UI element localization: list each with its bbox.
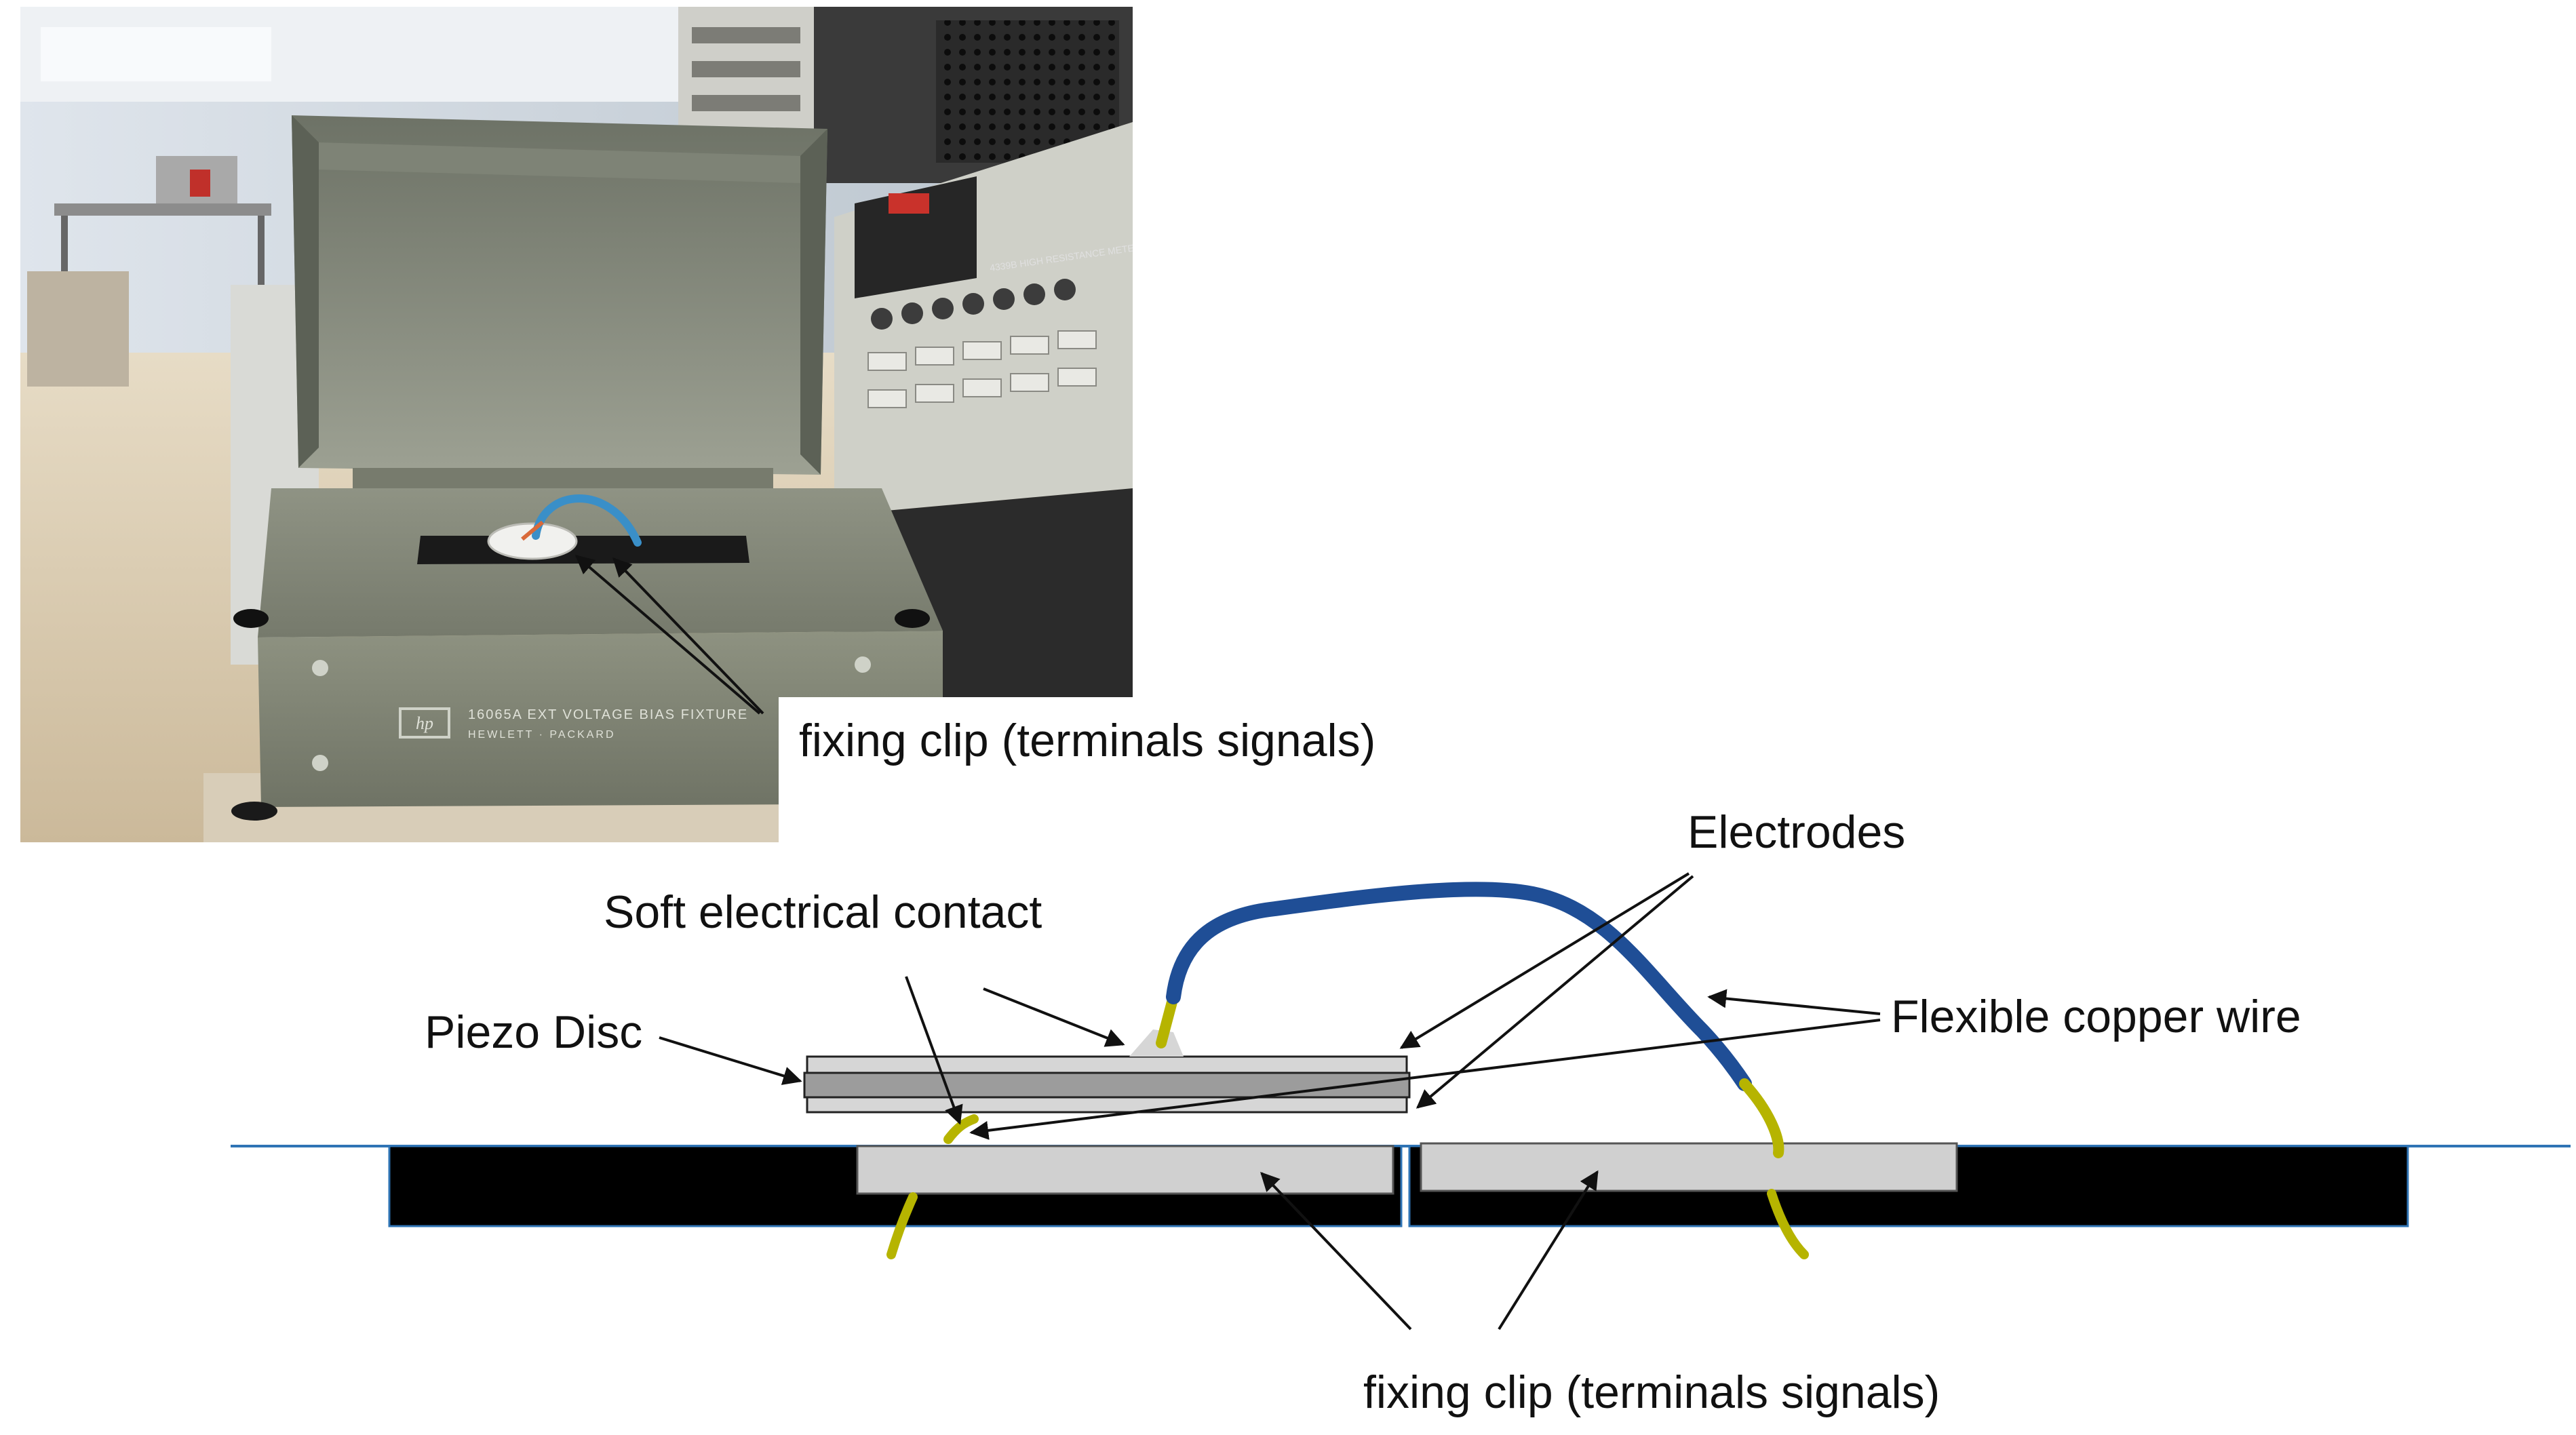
photo-callout-box [779, 697, 1133, 842]
arrow-electrode-bottom [1416, 875, 1694, 1109]
yellow-wire-end-left [886, 1192, 918, 1259]
piezo-disc [803, 1072, 1411, 1099]
bottom-electrode [806, 1096, 1408, 1114]
arrow-copper-wire-left [969, 1019, 1881, 1140]
label-fixing-clip: fixing clip (terminals signals) [1363, 1367, 1940, 1418]
label-copper-wire: Flexible copper wire [1891, 991, 2301, 1042]
arrow-soft-contact-upper [983, 987, 1125, 1047]
wire-yellow-contact [943, 1114, 979, 1144]
photo-callout-arrow-1 [574, 555, 761, 715]
label-electrodes: Electrodes [1687, 806, 1905, 858]
photo-callout-label: fixing clip (terminals signals) [799, 715, 1375, 766]
wire-yellow-top [1156, 991, 1179, 1048]
wire-blue [1166, 882, 1752, 1091]
arrow-fixing-clip-right [1498, 1170, 1599, 1331]
arrow-electrode-top [1399, 872, 1690, 1049]
arrow-copper-wire-right [1707, 989, 1881, 1015]
arrow-soft-contact-lower [905, 976, 963, 1125]
hp-logo-icon [399, 707, 450, 739]
fixing-clip-left [856, 1145, 1394, 1195]
yellow-wire-end-right [1767, 1189, 1809, 1259]
photo-callout-arrow-2 [612, 557, 764, 715]
instrument-brand-label: HEWLETT · PACKARD [468, 729, 616, 741]
cross-section-diagram: Electrodes Soft electrical contact Piezo… [231, 806, 2571, 1418]
label-soft-contact: Soft electrical contact [604, 886, 1042, 938]
fixing-clip-right [1420, 1142, 1958, 1192]
top-electrode [806, 1055, 1408, 1074]
wire-yellow-right [1739, 1078, 1784, 1158]
instrument-photo: 4339B HIGH RESISTANCE METER [20, 7, 1375, 842]
hp-logo-text: hp [416, 713, 433, 733]
label-piezo-disc: Piezo Disc [425, 1006, 642, 1058]
arrow-fixing-clip-left [1260, 1171, 1412, 1331]
instrument-model-label: 16065A EXT VOLTAGE BIAS FIXTURE [468, 707, 748, 722]
arrow-piezo-disc [659, 1036, 802, 1085]
